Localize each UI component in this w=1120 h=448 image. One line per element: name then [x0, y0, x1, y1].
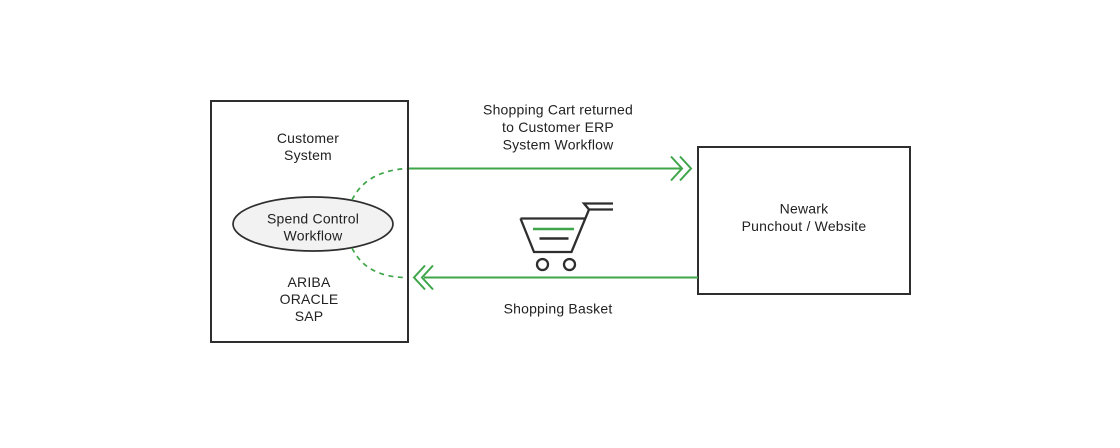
erp-system-ariba: ARIBA [287, 274, 330, 290]
newark-label-line1: Newark [780, 201, 829, 217]
top-arrow: Shopping Cart returned to Customer ERP S… [409, 102, 693, 182]
newark-label-line2: Punchout / Website [742, 218, 867, 234]
bottom-arrow-chevron-icon [412, 264, 426, 291]
shopping-cart-icon [519, 202, 613, 272]
dashed-connector-top [351, 167, 408, 201]
customer-system-box: Customer System Spend Control Workflow A… [210, 100, 409, 343]
bottom-arrow-chevron-icon [420, 264, 434, 291]
top-arrow-label-line3: System Workflow [503, 137, 615, 153]
top-arrow-chevron-icon [679, 155, 693, 182]
spend-control-label-line1: Spend Control [267, 211, 359, 227]
customer-system-label-line1: Customer [277, 130, 339, 146]
bottom-arrow: Shopping Basket [412, 264, 698, 317]
spend-control-label-line2: Workflow [284, 228, 344, 244]
newark-box: Newark Punchout / Website [697, 146, 911, 295]
cart-basket [519, 208, 613, 254]
cart-wheel-left [535, 257, 550, 272]
cart-handle [581, 202, 613, 211]
cart-wheel-right [562, 257, 577, 272]
top-arrow-label-line2: to Customer ERP [502, 119, 614, 135]
top-arrow-chevron-icon [670, 155, 684, 182]
newark-box-outline [697, 146, 911, 295]
erp-system-oracle: ORACLE [280, 291, 339, 307]
customer-system-label-line2: System [284, 147, 332, 163]
erp-system-sap: SAP [295, 308, 324, 324]
top-arrow-label-line1: Shopping Cart returned [483, 102, 633, 118]
spend-control-ellipse [232, 196, 394, 252]
dashed-connector-bottom [351, 247, 407, 279]
bottom-arrow-label: Shopping Basket [504, 301, 613, 317]
